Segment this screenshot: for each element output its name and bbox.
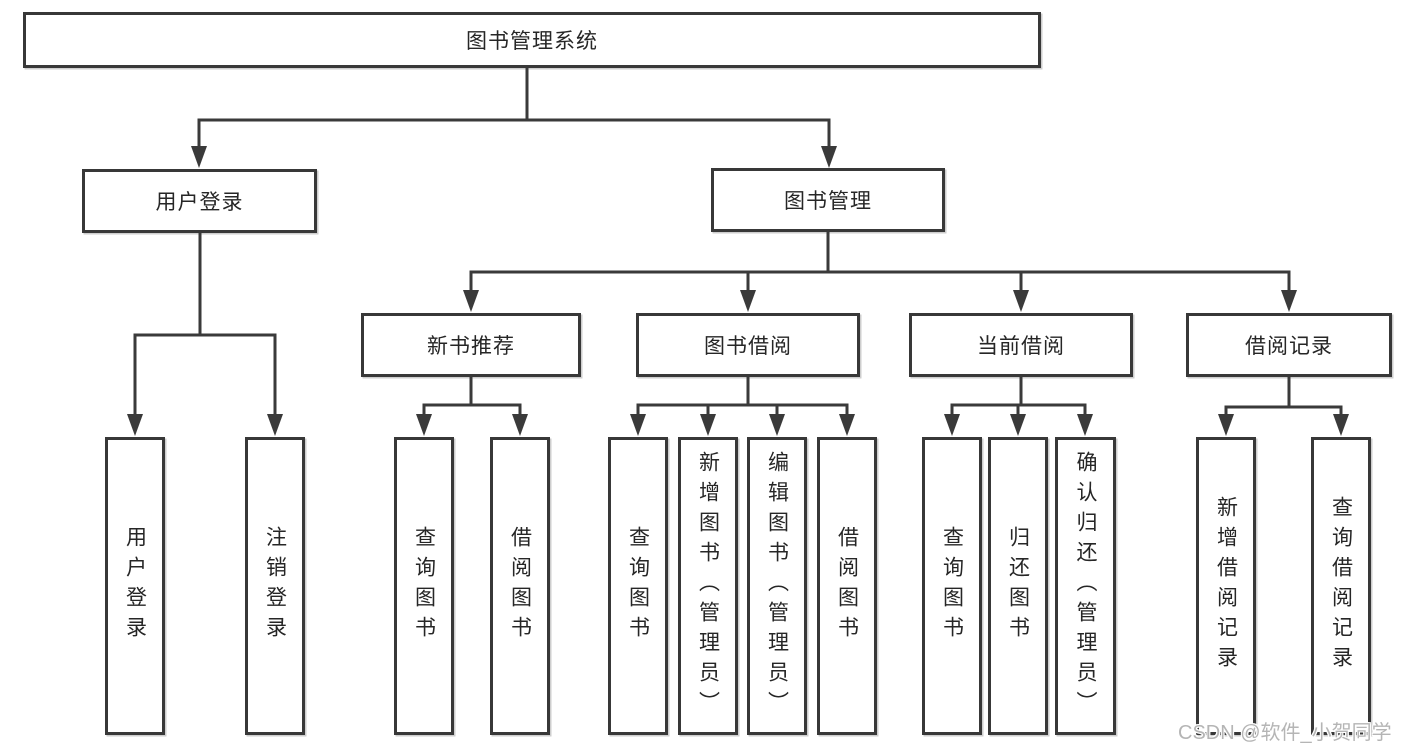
node-book-borrowing: 图书借阅 bbox=[636, 313, 860, 377]
node-current-borrowing: 当前借阅 bbox=[909, 313, 1133, 377]
leaf-edit-book-admin: 编辑图书（管理员） bbox=[747, 437, 807, 735]
node-new-book-recommend-label: 新书推荐 bbox=[427, 335, 515, 358]
leaf-query-borrow-record-label: 查询借阅记录 bbox=[1329, 496, 1353, 676]
leaf-return-book: 归还图书 bbox=[988, 437, 1048, 735]
leaf-query-book-current: 查询图书 bbox=[922, 437, 982, 735]
leaf-borrow-book-recommend-label: 借阅图书 bbox=[508, 526, 532, 646]
leaf-query-book-borrowing-label: 查询图书 bbox=[626, 526, 650, 646]
leaf-return-book-label: 归还图书 bbox=[1006, 526, 1030, 646]
node-root-label: 图书管理系统 bbox=[466, 30, 598, 53]
leaf-query-borrow-record: 查询借阅记录 bbox=[1311, 437, 1371, 735]
node-book-management-label: 图书管理 bbox=[784, 190, 872, 213]
node-borrowing-records: 借阅记录 bbox=[1186, 313, 1392, 377]
node-new-book-recommend: 新书推荐 bbox=[361, 313, 581, 377]
node-current-borrowing-label: 当前借阅 bbox=[977, 335, 1065, 358]
leaf-edit-book-admin-label: 编辑图书（管理员） bbox=[765, 451, 789, 721]
leaf-add-book-admin-label: 新增图书（管理员） bbox=[696, 451, 720, 721]
leaf-query-book-current-label: 查询图书 bbox=[940, 526, 964, 646]
node-root: 图书管理系统 bbox=[23, 12, 1041, 68]
watermark-text: CSDN @软件_小贺同学 bbox=[1178, 722, 1392, 744]
node-book-borrowing-label: 图书借阅 bbox=[704, 335, 792, 358]
leaf-borrow-book: 借阅图书 bbox=[817, 437, 877, 735]
leaf-add-book-admin: 新增图书（管理员） bbox=[678, 437, 738, 735]
leaf-query-book-recommend-label: 查询图书 bbox=[412, 526, 436, 646]
leaf-logout-label: 注销登录 bbox=[263, 526, 287, 646]
leaf-confirm-return-admin-label: 确认归还（管理员） bbox=[1074, 451, 1097, 721]
leaf-borrow-book-recommend: 借阅图书 bbox=[490, 437, 550, 735]
leaf-confirm-return-admin: 确认归还（管理员） bbox=[1055, 437, 1116, 735]
node-borrowing-records-label: 借阅记录 bbox=[1245, 335, 1333, 358]
leaf-logout: 注销登录 bbox=[245, 437, 305, 735]
node-user-login-label: 用户登录 bbox=[155, 191, 244, 214]
node-user-login: 用户登录 bbox=[82, 169, 317, 233]
leaf-user-login-label: 用户登录 bbox=[123, 526, 147, 646]
node-book-management: 图书管理 bbox=[711, 168, 945, 232]
leaf-user-login: 用户登录 bbox=[105, 437, 165, 735]
leaf-query-book-recommend: 查询图书 bbox=[394, 437, 454, 735]
leaf-query-book-borrowing: 查询图书 bbox=[608, 437, 668, 735]
leaf-add-borrow-record-label: 新增借阅记录 bbox=[1214, 496, 1238, 676]
leaf-add-borrow-record: 新增借阅记录 bbox=[1196, 437, 1256, 735]
leaf-borrow-book-label: 借阅图书 bbox=[835, 526, 859, 646]
